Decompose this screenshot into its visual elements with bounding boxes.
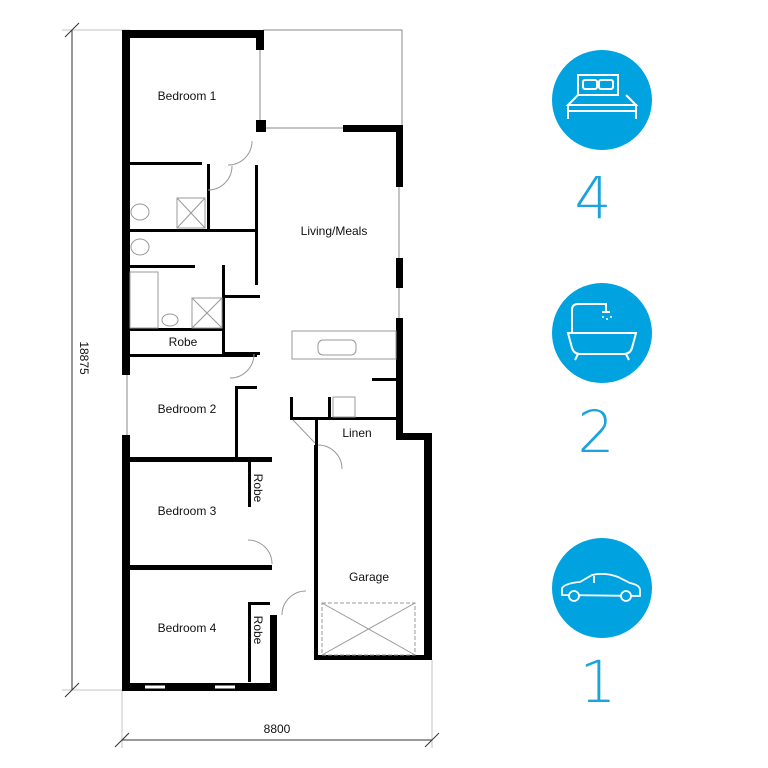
dimension-horizontal <box>114 660 440 748</box>
car-icon <box>552 538 652 638</box>
room-robe-3: Robe <box>251 474 265 503</box>
room-living-meals: Living/Meals <box>301 224 368 238</box>
room-linen: Linen <box>342 426 371 440</box>
dimension-vertical <box>62 22 130 698</box>
width-dimension-label: 8800 <box>264 722 291 736</box>
room-garage: Garage <box>349 570 389 584</box>
room-bedroom-1: Bedroom 1 <box>158 89 217 103</box>
depth-dimension-label: 18875 <box>77 341 91 375</box>
room-robe-4: Robe <box>251 616 265 645</box>
bed-icon <box>552 50 652 150</box>
fixtures <box>126 50 416 689</box>
bathtub-icon <box>552 283 652 383</box>
garage-count: 1 <box>580 648 617 716</box>
bathroom-count: 2 <box>578 398 615 466</box>
room-bedroom-4: Bedroom 4 <box>158 621 217 635</box>
room-bedroom-3: Bedroom 3 <box>158 504 217 518</box>
bedroom-count: 4 <box>575 164 612 232</box>
room-bedroom-2: Bedroom 2 <box>158 402 217 416</box>
walls <box>122 30 432 691</box>
room-robe: Robe <box>169 335 198 349</box>
